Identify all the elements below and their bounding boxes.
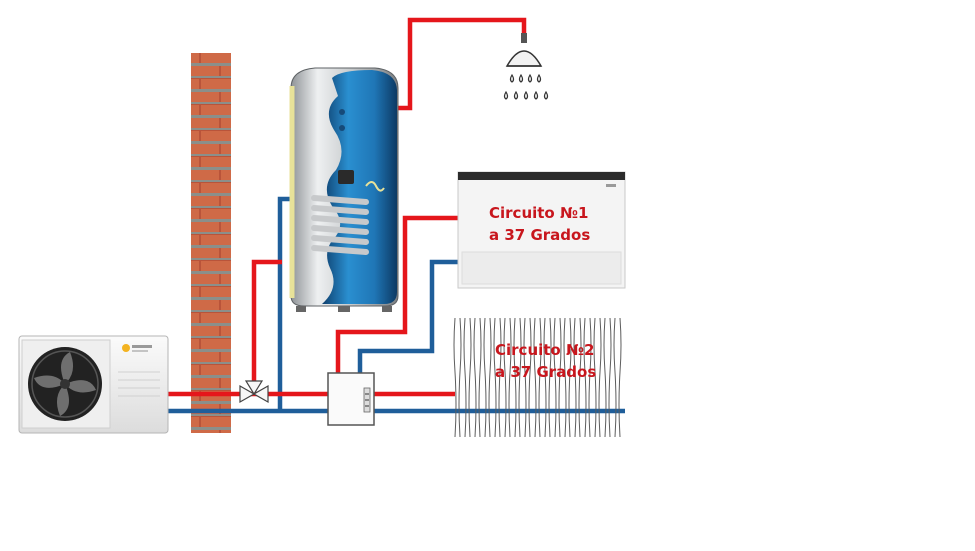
outdoor-unit xyxy=(18,335,169,434)
radiant-tube xyxy=(583,317,587,438)
radiant-tube xyxy=(478,317,482,438)
radiant-tube xyxy=(503,317,507,438)
water-tank xyxy=(289,67,399,312)
radiant-tube xyxy=(508,317,512,438)
circuit-1-name: Circuito №1 xyxy=(489,204,589,222)
radiant-tube xyxy=(593,317,597,438)
radiant-tube xyxy=(608,317,612,438)
heating-coil xyxy=(311,195,369,255)
radiant-tube xyxy=(588,317,592,438)
radiant-tube xyxy=(553,317,557,438)
shower-head-icon xyxy=(503,33,549,100)
radiant-tube xyxy=(528,317,532,438)
underfloor-heating-loop xyxy=(453,317,622,438)
radiant-tube xyxy=(548,317,552,438)
radiant-tube xyxy=(573,317,577,438)
radiant-tube xyxy=(463,317,467,438)
radiant-tube xyxy=(603,317,607,438)
circuit-1-label: Circuito №1 a 37 Grados xyxy=(489,202,590,246)
three-way-valve xyxy=(239,380,269,404)
radiant-tube xyxy=(538,317,542,438)
radiant-tube xyxy=(533,317,537,438)
radiant-tube xyxy=(558,317,562,438)
radiant-tube xyxy=(498,317,502,438)
radiant-tube xyxy=(618,317,622,438)
radiant-tube xyxy=(488,317,492,438)
radiant-tube xyxy=(483,317,487,438)
fan-icon xyxy=(28,347,102,421)
hot-pipes xyxy=(166,17,527,397)
radiant-tube xyxy=(523,317,527,438)
radiant-tube xyxy=(513,317,517,438)
radiant-tube xyxy=(468,317,472,438)
circuit-2-temp: a 37 Grados xyxy=(495,363,597,381)
circuit-1-temp: a 37 Grados xyxy=(489,226,591,244)
radiant-tube xyxy=(568,317,572,438)
radiant-tube xyxy=(518,317,522,438)
radiant-tube xyxy=(563,317,567,438)
radiant-tube xyxy=(473,317,477,438)
radiant-tube xyxy=(578,317,582,438)
radiant-tube xyxy=(453,317,457,438)
radiant-tube xyxy=(493,317,497,438)
radiant-tube xyxy=(613,317,617,438)
control-box xyxy=(327,372,375,426)
circuit-2-name: Circuito №2 xyxy=(495,341,595,359)
radiant-tube xyxy=(458,317,462,438)
circuit-2-label: Circuito №2 a 37 Grados xyxy=(495,339,596,383)
radiant-tube xyxy=(543,317,547,438)
fan-coil-unit xyxy=(457,171,626,289)
brick-wall xyxy=(191,53,231,433)
brand-logo xyxy=(122,344,152,352)
radiant-tube xyxy=(598,317,602,438)
